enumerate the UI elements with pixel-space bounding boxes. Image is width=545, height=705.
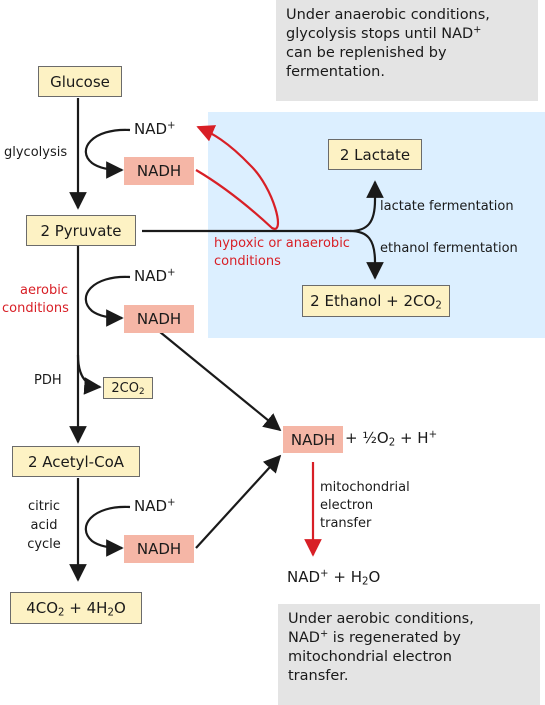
anaerobic-note: Under anaerobic conditions, glycolysis s… (276, 0, 538, 101)
mito-label: mitochondrial electron transfer (320, 480, 410, 531)
mito-nadh: NADH (283, 426, 343, 453)
aerobic-note: Under aerobic conditions, NAD+ is regene… (278, 604, 540, 705)
pdh-label: PDH (34, 373, 62, 388)
fermentation-branch-line (142, 180, 384, 233)
pdh-nad-curve (84, 275, 131, 327)
glycolysis-nadh: NADH (124, 157, 194, 185)
water-products: NAD+ + H2O (287, 568, 381, 588)
glycolysis-nad-curve (84, 128, 131, 179)
nad-regeneration-loop (195, 125, 280, 230)
ethanol-branch-line (349, 229, 384, 280)
pdh-co2-curve (76, 354, 102, 395)
co2-node: 2CO2 (103, 377, 153, 399)
acetyl-coa-node: 2 Acetyl-CoA (12, 446, 140, 477)
hypoxic-label: hypoxic or anaerobic conditions (214, 236, 350, 269)
glycolysis-label: glycolysis (4, 145, 68, 160)
citric-nad-curve (84, 505, 131, 557)
ethanol-node: 2 Ethanol + 2CO2 (302, 285, 450, 317)
pdh-nadh-to-mito (159, 331, 282, 432)
citric-label: citric acid cycle (27, 499, 61, 552)
citric-nadh: NADH (124, 535, 194, 563)
final-products-node: 4CO2 + 4H2O (10, 592, 142, 624)
oxygen-equation: + ½O2 + H+ (345, 429, 438, 449)
pdh-nadh: NADH (124, 305, 194, 333)
aerobic-label: aerobic conditions (2, 283, 69, 316)
lactate-fermentation-label: lactate fermentation (380, 199, 514, 214)
glycolysis-nad: NAD+ (134, 120, 176, 138)
citric-nadh-to-mito (195, 454, 282, 549)
pdh-nad: NAD+ (134, 267, 176, 285)
pyruvate-node: 2 Pyruvate (26, 215, 136, 246)
glucose-node: Glucose (38, 66, 122, 97)
ethanol-fermentation-label: ethanol fermentation (380, 241, 518, 256)
citric-nad: NAD+ (134, 497, 176, 515)
lactate-node: 2 Lactate (328, 139, 422, 170)
